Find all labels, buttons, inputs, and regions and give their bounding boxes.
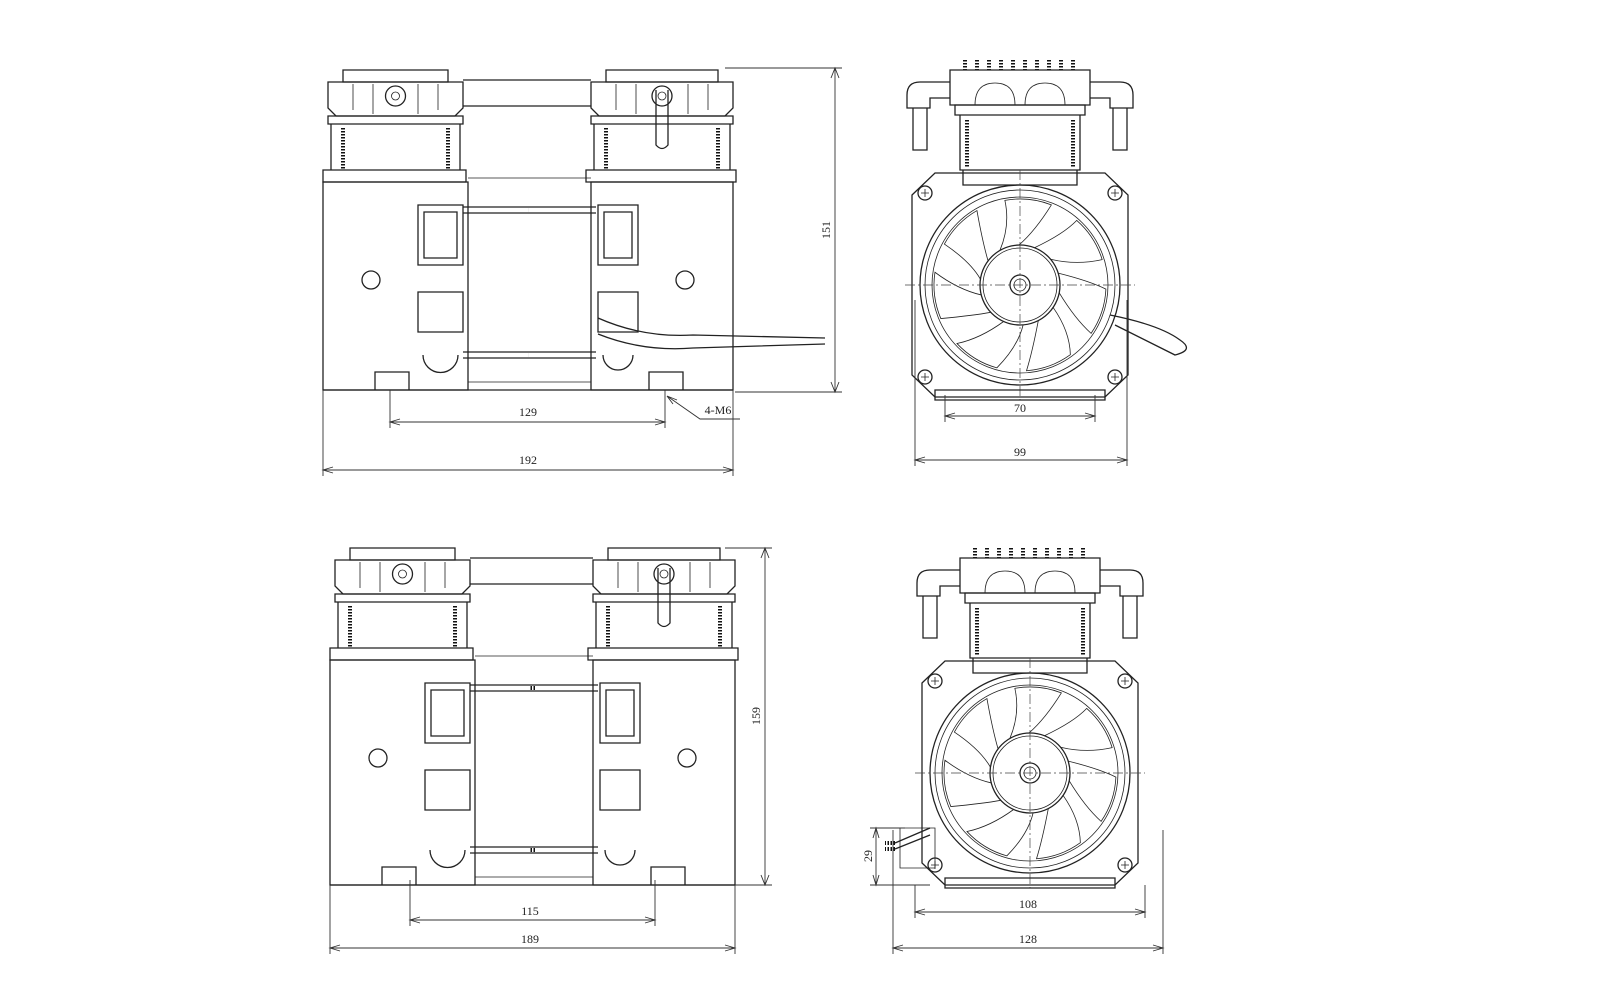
dim-foot-spacing-108: 108: [1019, 897, 1037, 911]
dim-width-128: 128: [1019, 932, 1037, 946]
dim-height-159: 159: [749, 707, 763, 725]
dim-foot-spacing-129: 129: [519, 405, 537, 419]
dim-cable-height-29: 29: [861, 850, 875, 862]
dim-foot-spacing-115: 115: [521, 904, 539, 918]
dimensions: 151 129 192 4-M6 70 99 159 115 189 29 10…: [321, 66, 1165, 954]
dim-width-99: 99: [1014, 445, 1026, 459]
side-view-bottom: [329, 547, 739, 886]
dim-length-192: 192: [519, 453, 537, 467]
dim-foot-spacing-70: 70: [1014, 401, 1026, 415]
end-view-bottom: [885, 548, 1145, 889]
end-view-top: [905, 60, 1187, 401]
dim-height-151: 151: [819, 221, 833, 239]
side-view-top: [322, 69, 826, 391]
dim-length-189: 189: [521, 932, 539, 946]
thread-note-4-m6: 4-M6: [705, 403, 732, 417]
